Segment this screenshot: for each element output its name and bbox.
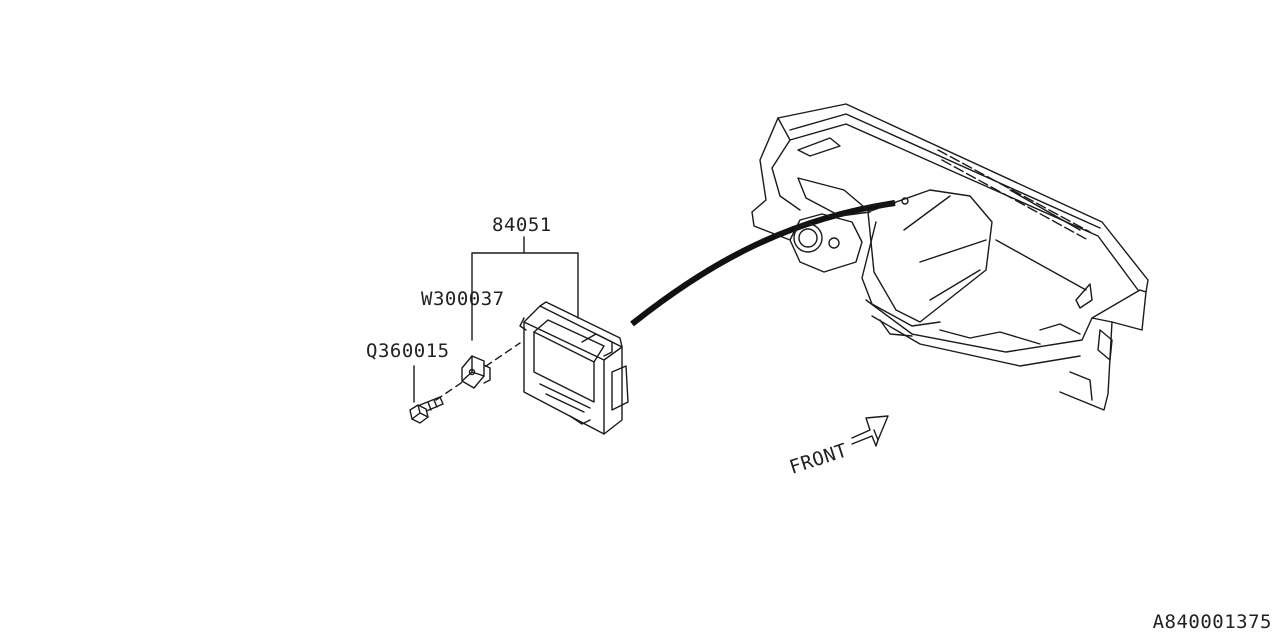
- front-direction-indicator: FRONT: [787, 415, 889, 479]
- control-module-icon: [519, 301, 629, 435]
- front-arrow-icon: [851, 415, 889, 447]
- front-label: FRONT: [787, 439, 851, 478]
- bolt-icon: [409, 396, 444, 424]
- label-clip: W300037: [421, 288, 505, 310]
- location-leader: [630, 200, 896, 327]
- diagram-id: A840001375: [1153, 611, 1272, 633]
- dashboard-icon: [751, 103, 1149, 411]
- label-module: 84051: [492, 214, 552, 236]
- location-leader-tip: [859, 202, 896, 208]
- label-bolt: Q360015: [366, 340, 450, 362]
- clip-icon: [461, 355, 491, 389]
